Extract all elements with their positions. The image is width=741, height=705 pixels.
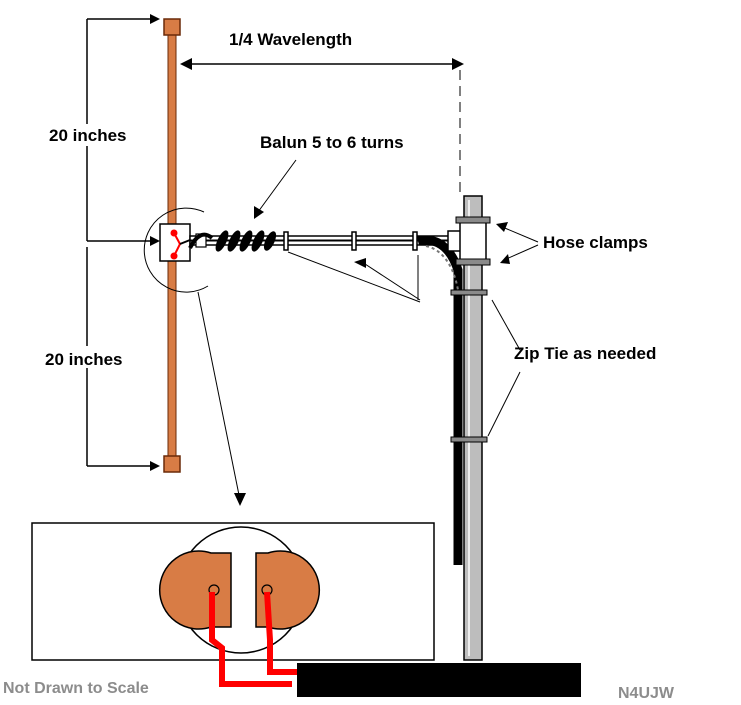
boom-zip-ties — [283, 231, 418, 251]
upper-length-label: 20 inches — [49, 126, 127, 145]
end-cap-top — [163, 18, 181, 36]
mast-zip-ties — [450, 289, 488, 443]
wavelength-dimension — [180, 58, 464, 196]
hose-clamps-label: Hose clamps — [543, 233, 648, 252]
coax-feedline — [297, 663, 581, 697]
callsign-label: N4UJW — [618, 685, 675, 702]
balun-label: Balun 5 to 6 turns — [260, 133, 404, 152]
inset-right-conductor — [255, 550, 320, 630]
balun-coil — [188, 230, 277, 252]
callout-arrowheads — [234, 206, 510, 506]
label-bg — [40, 124, 140, 146]
label-bg — [36, 346, 136, 368]
wavelength-label: 1/4 Wavelength — [229, 30, 352, 49]
callout-lines — [197, 159, 539, 501]
inset-left-conductor — [159, 550, 232, 630]
tee-fitting — [447, 221, 487, 261]
magnify-circle — [143, 207, 209, 293]
mast-pipe — [463, 195, 483, 661]
coax-cable — [417, 235, 463, 565]
hose-clamps — [455, 216, 491, 266]
scale-note: Not Drawn to Scale — [3, 680, 149, 697]
inset-panel — [31, 522, 435, 661]
feed-wires — [209, 591, 298, 687]
center-insulator — [159, 223, 191, 262]
lower-length-label: 20 inches — [45, 350, 123, 369]
zip-tie-label: Zip Tie as needed — [514, 344, 656, 363]
end-cap-bottom — [163, 455, 181, 473]
dimension-arrowheads — [150, 14, 160, 471]
